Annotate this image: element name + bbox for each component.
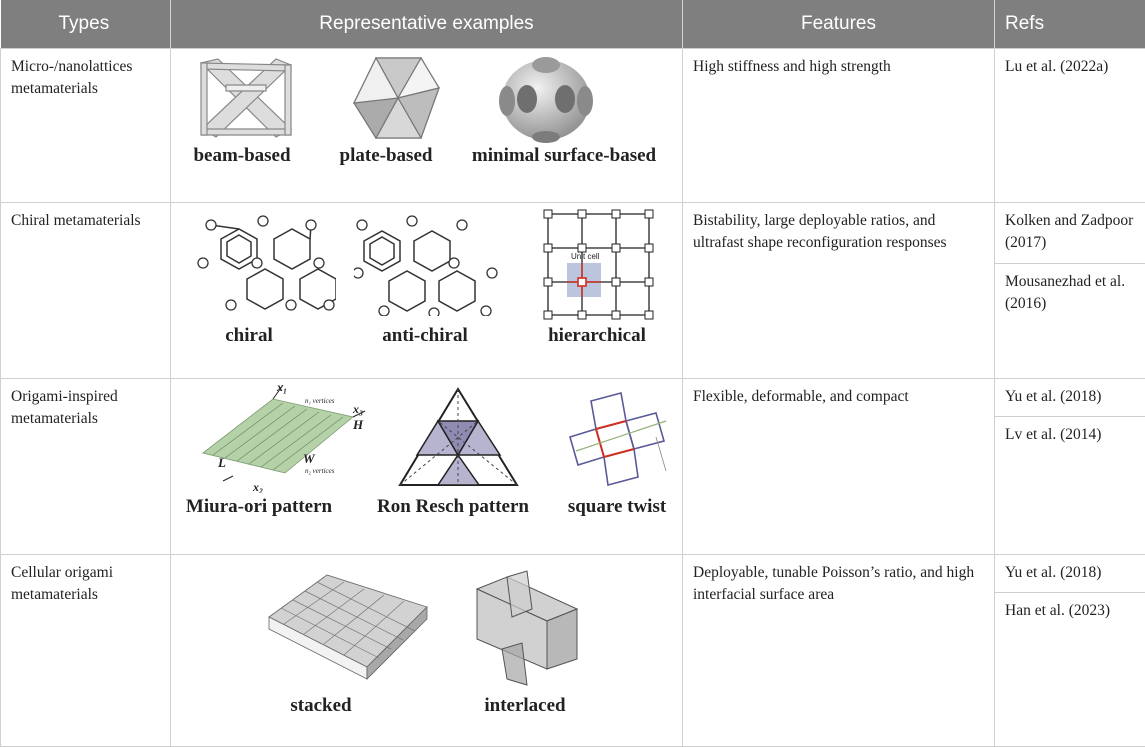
examples-cell: Unit cell chiral anti-chiral hierarchica… xyxy=(170,202,683,379)
header-examples: Representative examples xyxy=(170,0,683,49)
refs-cell: Kolken and Zadpoor (2017) Mousanezhad et… xyxy=(994,202,1145,379)
chiral-image xyxy=(197,215,336,311)
ref-entry: Mousanezhad et al. (2016) xyxy=(1005,273,1126,312)
miura-label-x2: x₂ xyxy=(252,480,263,493)
caption-ron-resch: Ron Resch pattern xyxy=(377,496,529,517)
caption-minimal-surface: minimal surface-based xyxy=(471,145,657,166)
miura-label-x1: x₁ xyxy=(276,381,287,394)
caption-square-twist: square twist xyxy=(567,496,667,517)
examples-cell: x₁ n₁ vertices x₃ H W n₂ vertices L x₂ xyxy=(170,378,683,555)
refs-cell: Yu et al. (2018) Lv et al. (2014) xyxy=(994,378,1145,555)
caption-anti-chiral: anti-chiral xyxy=(382,325,468,346)
ref-entry: Yu et al. (2018) xyxy=(995,555,1145,593)
type-cell: Origami-inspired metamaterials xyxy=(0,378,171,555)
plate-lattice-image xyxy=(352,56,440,140)
header-row: Types Representative examples Features R… xyxy=(0,0,1145,49)
features-cell: Flexible, deformable, and compact xyxy=(682,378,995,555)
header-features: Features xyxy=(682,0,995,49)
caption-interlaced: interlaced xyxy=(484,695,566,716)
refs-cell: Lu et al. (2022a) xyxy=(994,48,1145,203)
miura-label-W: W xyxy=(303,451,316,466)
miura-ori-image: x₁ n₁ vertices x₃ H W n₂ vertices L x₂ xyxy=(202,381,366,493)
miura-label-n1: n₁ vertices xyxy=(305,397,335,405)
miura-label-L: L xyxy=(217,455,226,470)
table-row: Micro-/nanolattices metamaterials xyxy=(0,48,1145,203)
ref-entry: Kolken and Zadpoor (2017) xyxy=(995,203,1145,264)
miura-label-x3: x₃ xyxy=(352,402,363,416)
type-cell: Cellular origami metamaterials xyxy=(0,554,171,747)
anti-chiral-image xyxy=(354,215,498,316)
examples-cell: stacked interlaced xyxy=(170,554,683,747)
features-cell: Bistability, large deployable ratios, an… xyxy=(682,202,995,379)
ref-entry: Lu et al. (2022a) xyxy=(1005,58,1109,75)
table-row: Chiral metamaterials xyxy=(0,202,1145,379)
hierarchical-grid-image: Unit cell xyxy=(543,209,654,320)
miura-label-H: H xyxy=(352,417,364,432)
refs-cell: Yu et al. (2018) Han et al. (2023) xyxy=(994,554,1145,747)
caption-stacked: stacked xyxy=(290,695,352,716)
type-cell: Micro-/nanolattices metamaterials xyxy=(0,48,171,203)
caption-plate-based: plate-based xyxy=(339,145,433,166)
caption-hierarchical: hierarchical xyxy=(548,325,646,346)
ref-entry: Lv et al. (2014) xyxy=(1005,426,1102,443)
miura-label-n2: n₂ vertices xyxy=(305,467,335,475)
interlaced-origami-image xyxy=(475,570,579,686)
examples-cell: beam-based plate-based minimal surface-b… xyxy=(170,48,683,203)
ref-entry: Han et al. (2023) xyxy=(1005,602,1111,619)
caption-beam-based: beam-based xyxy=(193,145,291,166)
square-twist-image xyxy=(569,392,667,487)
header-refs: Refs xyxy=(994,0,1145,49)
caption-miura-ori: Miura-ori pattern xyxy=(185,496,333,517)
features-cell: High stiffness and high strength xyxy=(682,48,995,203)
stacked-origami-image xyxy=(268,574,428,680)
ref-entry: Yu et al. (2018) xyxy=(995,379,1145,417)
beam-lattice-image xyxy=(199,58,293,138)
unit-cell-label: Unit cell xyxy=(571,252,600,261)
header-types: Types xyxy=(0,0,171,49)
table-row: Cellular origami metamaterials xyxy=(0,554,1145,747)
ron-resch-image xyxy=(398,387,519,486)
minimal-surface-image xyxy=(499,57,593,143)
caption-chiral: chiral xyxy=(225,325,273,346)
type-cell: Chiral metamaterials xyxy=(0,202,171,379)
table-row: Origami-inspired metamaterials x₁ n₁ ver… xyxy=(0,378,1145,555)
features-cell: Deployable, tunable Poisson’s ratio, and… xyxy=(682,554,995,747)
